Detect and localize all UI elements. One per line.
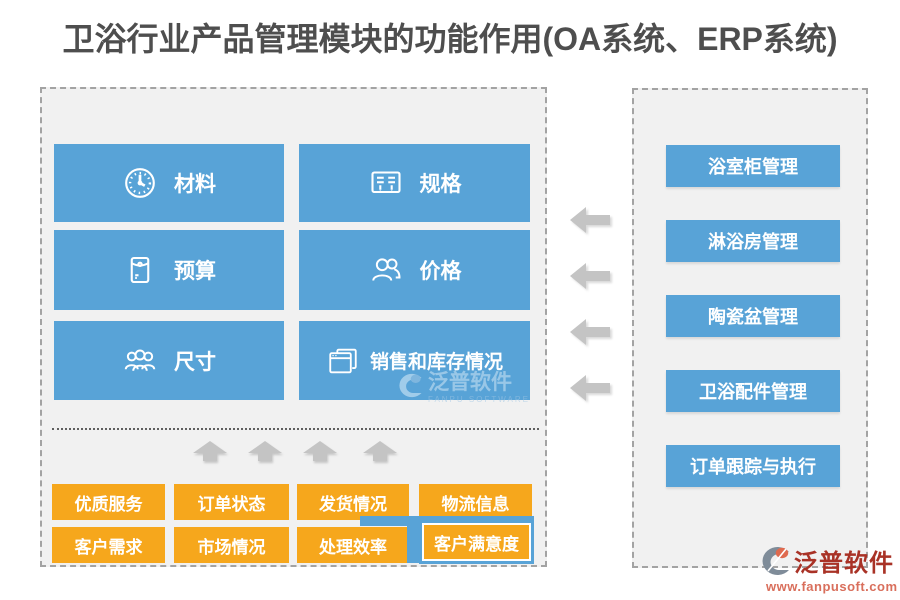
module-label: 预算 [174, 260, 216, 283]
left-arrow-icon [570, 319, 610, 345]
factor-customer-demand: 客户需求 [52, 527, 165, 563]
two-users-icon [371, 258, 400, 281]
up-arrow-icon [193, 441, 227, 461]
fanpu-logo-icon [762, 546, 789, 575]
category-bathroom-cabinet: 浴室柜管理 [666, 145, 840, 187]
highlight-bar-vertical [407, 516, 419, 563]
module-label: 销售和库存情况 [369, 352, 503, 373]
stacked-windows-icon [329, 348, 357, 373]
up-arrow-icon [363, 441, 397, 461]
left-arrow-icon [570, 263, 610, 289]
factor-quality-service: 优质服务 [52, 484, 165, 520]
module-label: 规格 [419, 173, 462, 196]
envelope-icon [130, 256, 150, 284]
factor-order-status: 订单状态 [174, 484, 289, 520]
module-label: 尺寸 [174, 350, 216, 374]
factor-logistics-info: 物流信息 [419, 484, 532, 520]
factor-processing-efficiency: 处理效率 [297, 527, 409, 563]
fanpu-logo: 泛普软件 www.fanpusoft.com [756, 543, 898, 594]
category-shower-room: 淋浴房管理 [666, 220, 840, 262]
module-material: 材料 [54, 144, 284, 222]
factor-market-status: 市场情况 [174, 527, 289, 563]
module-budget: 预算 [54, 230, 284, 310]
up-arrow-icon [248, 441, 282, 461]
module-spec: 规格 [299, 144, 530, 222]
module-label: 材料 [174, 173, 216, 196]
logo-brand-text: 泛普软件 [794, 550, 894, 577]
factor-shipping-status: 发货情况 [297, 484, 409, 520]
user-group-icon [124, 349, 156, 371]
page-title: 卫浴行业产品管理模块的功能作用(OA系统、ERP系统) [62, 21, 838, 57]
module-label: 价格 [419, 260, 462, 283]
spec-sheet-icon [370, 171, 401, 194]
module-price: 价格 [299, 230, 530, 310]
up-arrow-icon [303, 441, 337, 461]
management-categories-panel: 浴室柜管理 淋浴房管理 陶瓷盆管理 卫浴配件管理 订单跟踪与执行 [632, 88, 868, 568]
left-arrow-icon [570, 207, 610, 233]
left-arrow-icon [570, 375, 610, 401]
factor-customer-satisfaction: 客户满意度 [419, 520, 534, 564]
dotted-separator [52, 428, 539, 430]
category-ceramic-basin: 陶瓷盆管理 [666, 295, 840, 337]
category-order-tracking: 订单跟踪与执行 [666, 445, 840, 487]
product-modules-panel: 材料 规格 预算 价格 [40, 87, 547, 567]
category-bathroom-accessories: 卫浴配件管理 [666, 370, 840, 412]
logo-website-text: www.fanpusoft.com [766, 579, 898, 594]
module-sales-inventory: 销售和库存情况 [299, 321, 530, 400]
module-size: 尺寸 [54, 321, 284, 400]
clock-icon [125, 168, 155, 198]
